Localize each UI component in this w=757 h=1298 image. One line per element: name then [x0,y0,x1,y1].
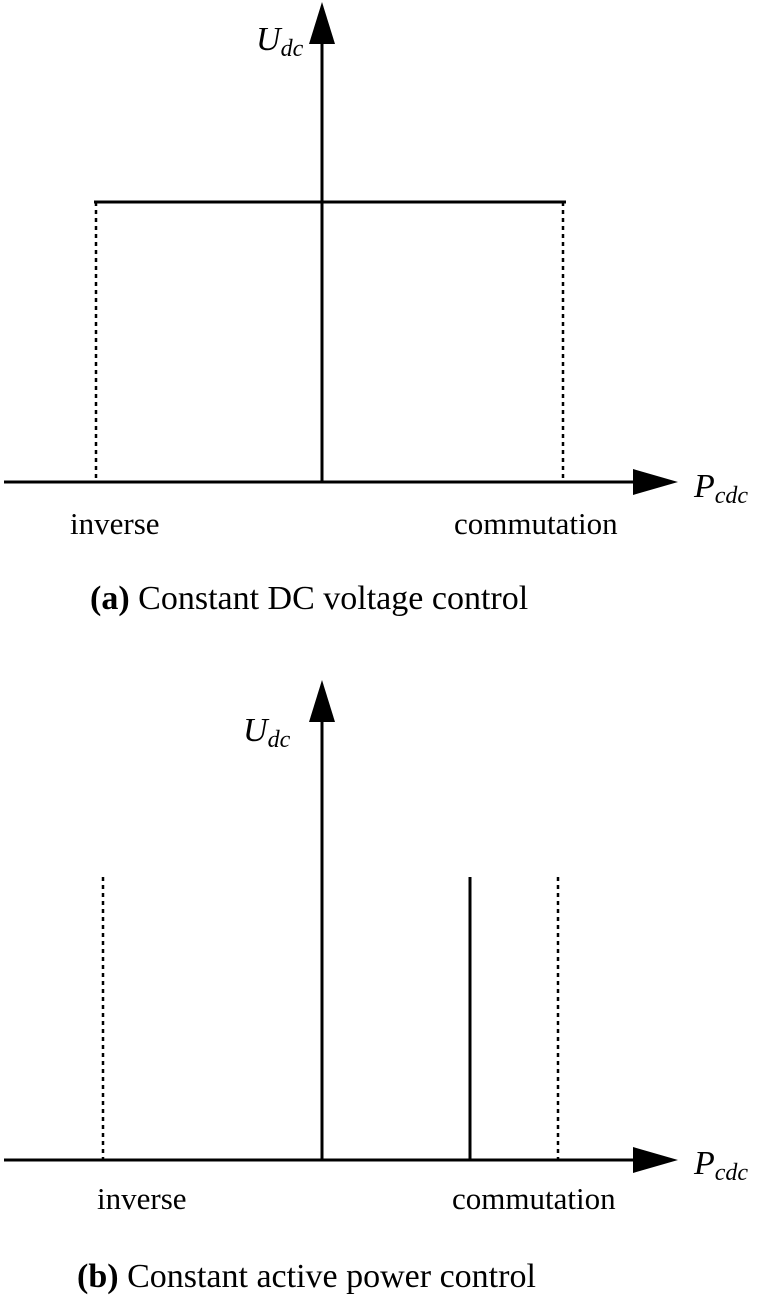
panel-a-x-axis-label: Pcdc [693,468,748,509]
panel-b-y-axis-label: Udc [243,712,291,753]
panel-b-x-axis-label: Pcdc [693,1145,748,1186]
panel-a-caption: (a) Constant DC voltage control [90,580,528,617]
panel-b-caption: (b) Constant active power control [77,1258,536,1295]
panel-b-region-inverse: inverse [97,1181,187,1216]
panel-b-x-arrowhead [633,1147,678,1173]
panel-a-region-commutation: commutation [454,506,618,541]
panel-b-y-arrowhead [309,680,335,722]
panel-a-y-arrowhead [309,2,335,44]
panel-a-y-axis-label: Udc [256,21,304,62]
panel-b-region-commutation: commutation [452,1181,616,1216]
panel-a-x-arrowhead [633,469,678,495]
panel-a: Udc Pcdc inverse commutation (a) Constan… [4,2,748,617]
panel-a-region-inverse: inverse [70,506,160,541]
panel-b: Udc Pcdc inverse commutation (b) Constan… [4,680,748,1295]
